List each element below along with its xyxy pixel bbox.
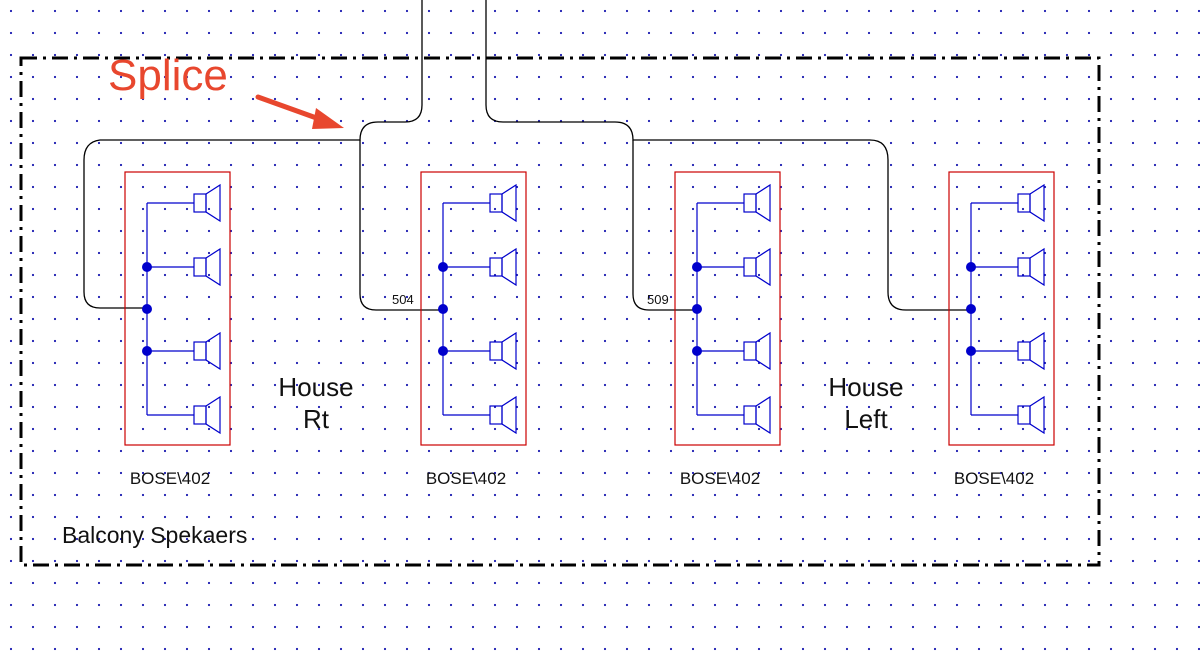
zone-label-house-left-line1: House [828, 372, 903, 402]
wire-number-504: 504 [392, 292, 414, 307]
group-label: Balcony Spekaers [62, 522, 247, 548]
zone-label-house-rt-line1: House [278, 372, 353, 402]
splice-annotation: Splice [108, 51, 228, 100]
model-label-2: BOSE\402 [426, 469, 506, 488]
wiring [83, 0, 970, 311]
zone-label-house-rt-line2: Rt [303, 404, 330, 434]
model-label-4: BOSE\402 [954, 469, 1034, 488]
zone-label-house-left-line2: Left [844, 404, 888, 434]
model-label-3: BOSE\402 [680, 469, 760, 488]
group-boundary [19, 56, 1101, 567]
model-label-1: BOSE\402 [130, 469, 210, 488]
splice-arrow [255, 94, 344, 129]
wire-number-509: 509 [647, 292, 669, 307]
